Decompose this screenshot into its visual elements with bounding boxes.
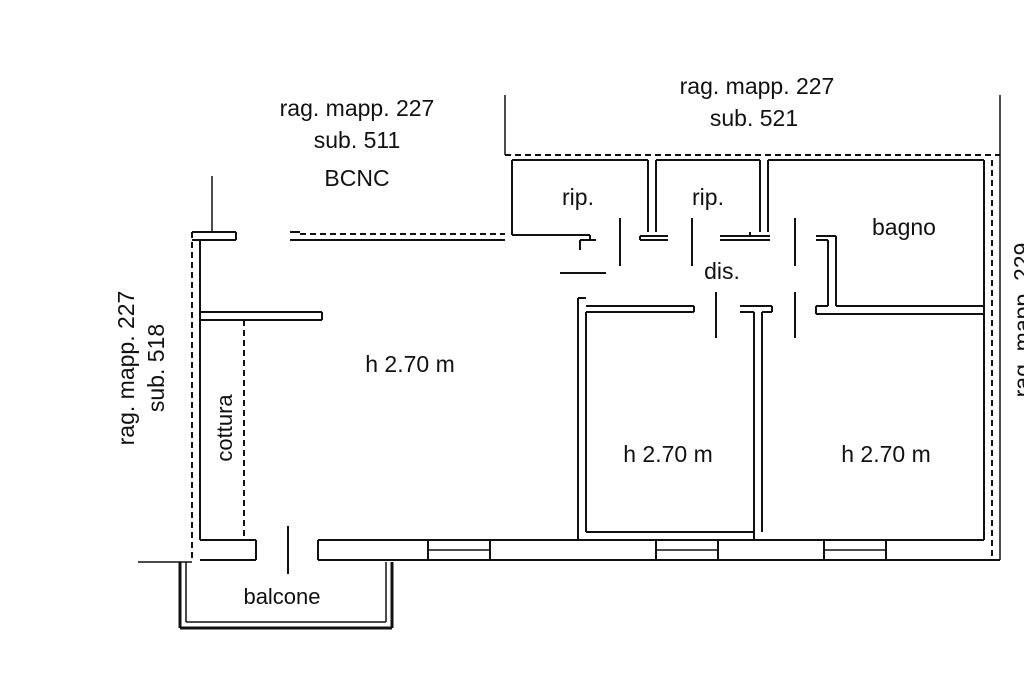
storage-walls	[511, 159, 984, 250]
room-label-balcone: balcone	[243, 584, 320, 609]
exterior-walls	[192, 160, 1000, 561]
neighbor-top-left-line2: sub. 511	[314, 127, 401, 153]
neighbor-left-line1: rag. mapp. 227	[113, 291, 139, 446]
neighbor-top-right-line1: rag. mapp. 227	[680, 73, 835, 99]
balcony	[178, 562, 394, 630]
bedroom-walls	[577, 297, 773, 540]
door-swings	[287, 218, 796, 574]
room-height-middle: h 2.70 m	[623, 441, 713, 467]
room-label-dis: dis.	[704, 258, 740, 284]
room-height-living: h 2.70 m	[365, 351, 455, 377]
neighbor-left-line2: sub. 518	[143, 324, 169, 412]
neighbor-right-label: rag. mapp. 229	[1009, 243, 1024, 398]
room-label-rip-2: rip.	[692, 184, 724, 210]
room-label-cottura-group: cottura	[212, 394, 237, 462]
bathroom-walls	[815, 235, 984, 315]
neighbor-top-left-line1: rag. mapp. 227	[280, 95, 435, 121]
windows	[427, 539, 887, 561]
room-label-rip-1: rip.	[562, 184, 594, 210]
room-height-right: h 2.70 m	[841, 441, 931, 467]
kitchen-walls	[200, 311, 323, 540]
room-label-cottura: cottura	[212, 394, 237, 462]
neighbor-top-left-line3: BCNC	[324, 165, 389, 191]
property-boundaries	[138, 95, 1001, 563]
neighbor-top-right-line2: sub. 521	[710, 105, 798, 131]
neighbor-right-text: rag. mapp. 229	[1009, 243, 1024, 398]
neighbor-left-label: rag. mapp. 227 sub. 518	[113, 291, 169, 446]
room-label-bagno: bagno	[872, 214, 936, 240]
